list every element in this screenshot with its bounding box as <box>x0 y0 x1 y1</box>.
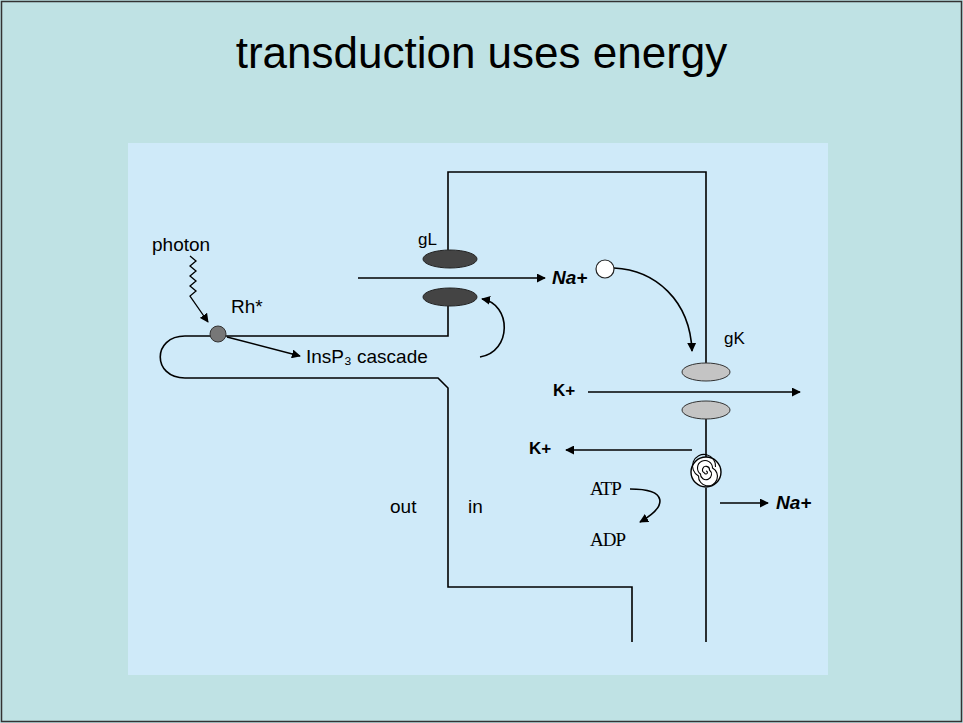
cascade-label: InsP₃ cascade <box>306 346 428 368</box>
side-label: out <box>390 496 416 518</box>
sodium-ion <box>596 260 614 278</box>
arrows <box>227 268 800 522</box>
diagram-panel <box>128 143 828 675</box>
membrane <box>160 172 706 642</box>
channel-label: gL <box>418 230 437 250</box>
ion-label: K+ <box>529 439 551 459</box>
sodium-potassium-pump <box>691 454 721 487</box>
ion-label: K+ <box>553 381 575 401</box>
slide-title: transduction uses energy <box>0 28 963 79</box>
photon-label: photon <box>152 234 210 256</box>
ion-label: Na+ <box>776 492 811 514</box>
potassium-channel <box>682 363 730 419</box>
photon-wave <box>190 256 208 322</box>
channel-label: gK <box>724 329 745 349</box>
rhodopsin-dot <box>210 326 226 342</box>
ion-label: Na+ <box>552 267 587 289</box>
rhodopsin-label: Rh* <box>231 296 263 318</box>
molecule-label: ADP <box>590 529 625 551</box>
molecule-label: ATP <box>590 478 621 500</box>
side-label: in <box>468 496 483 518</box>
